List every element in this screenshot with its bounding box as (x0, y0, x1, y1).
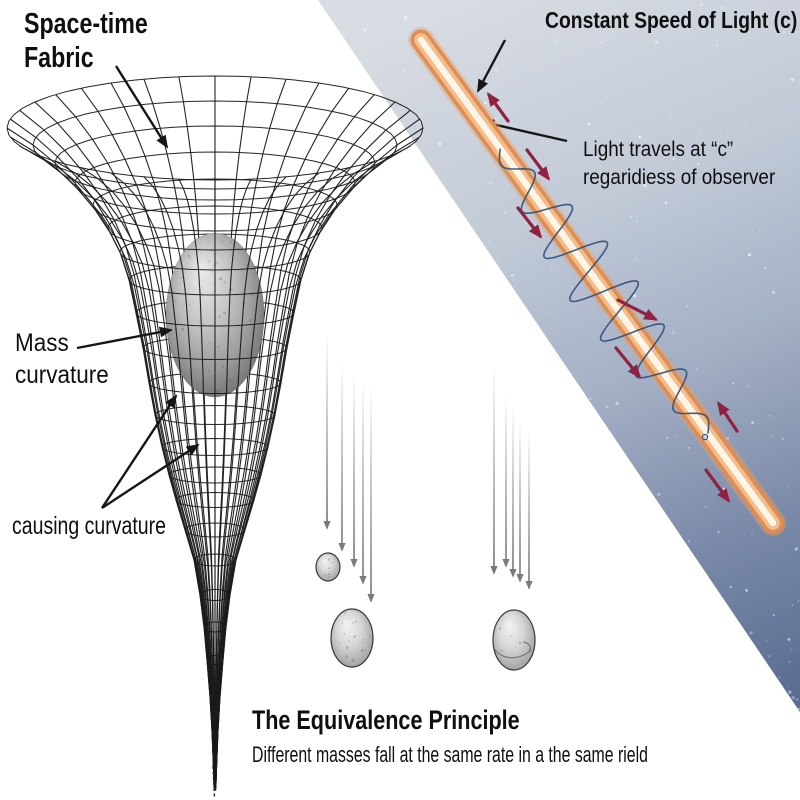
spacetime-fabric-label-line1: Space-time (24, 8, 148, 40)
annotation-arrows (76, 39, 568, 510)
sphere-crack-line (493, 641, 531, 659)
red-velocity-arrow (704, 468, 731, 503)
falling-sphere (330, 608, 374, 668)
photon-wave (498, 148, 710, 434)
light-travels-caption-line1: Light travels at “c” (583, 138, 734, 161)
background-sky-band (318, 0, 800, 712)
annotation-arrow (76, 326, 173, 350)
red-velocity-arrow (717, 401, 739, 433)
spacetime-fabric-label-line2: Fabric (24, 41, 94, 74)
constant-speed-title: Constant Speed of Light (c) (544, 7, 797, 33)
photon-dot (701, 433, 709, 441)
red-velocity-arrow (516, 206, 543, 239)
red-velocity-arrow (525, 148, 551, 181)
light-beam (417, 36, 777, 527)
red-velocity-arrow (614, 346, 642, 379)
annotation-arrow (101, 443, 200, 510)
equivalence-falling-objects (315, 333, 536, 671)
equivalence-principle-title: The Equivalence Principle (252, 705, 520, 735)
causing-curvature-label: causing curvature (12, 512, 166, 540)
light-travels-caption: Light travels at “c” regaridiess of obse… (583, 136, 775, 191)
falling-sphere (315, 552, 341, 582)
annotation-arrow (481, 119, 568, 143)
annotation-arrow (476, 39, 507, 93)
annotation-arrow (114, 65, 169, 149)
equivalence-principle-subtitle: Different masses fall at the same rate i… (252, 742, 648, 767)
red-velocity-arrow (616, 298, 659, 321)
falling-sphere (492, 609, 536, 671)
mass-curvature-label-line1: Mass (15, 329, 69, 357)
mass-curvature-label-line2: curvature (15, 361, 109, 389)
spacetime-mesh-front (6, 127, 424, 798)
light-travels-caption-line2: regaridiess of observer (583, 165, 776, 189)
red-velocity-arrow (486, 92, 510, 123)
light-beam-group (408, 27, 786, 536)
spacetime-fabric-label: Space-time Fabric (24, 8, 148, 75)
mass-curvature-label: Mass curvature (15, 327, 109, 391)
annotation-arrow (100, 394, 178, 509)
